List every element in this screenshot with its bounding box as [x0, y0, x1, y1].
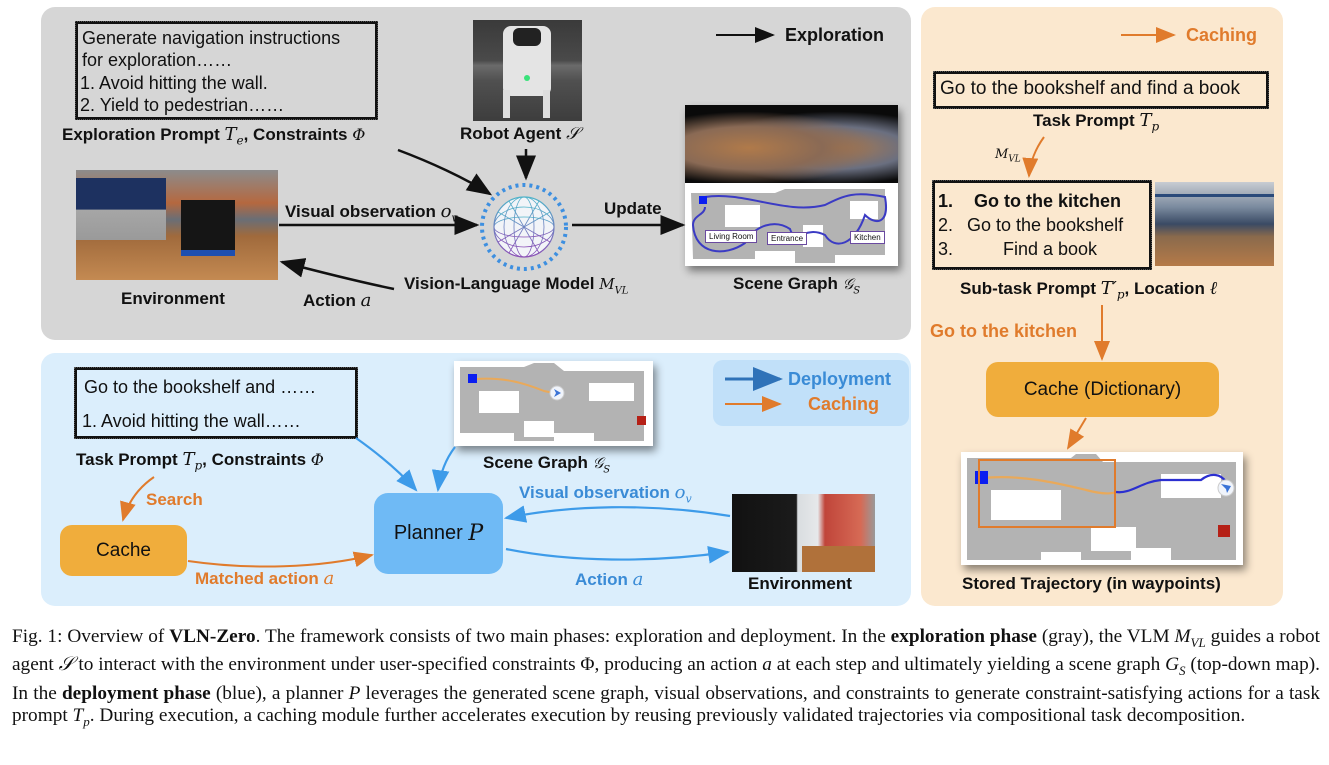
room-label-living-room: Living Room	[705, 230, 758, 243]
subtask-3-num: 3.	[938, 239, 954, 259]
scene-graph-floorplan	[691, 189, 887, 263]
task-prompt-line-2: 1. Avoid hitting the wall……	[82, 411, 301, 431]
caching-task-prompt-text: Go to the bookshelf and find a book	[940, 78, 1240, 99]
subtask-2-num: 2.	[938, 215, 954, 235]
subtask-2-text: Go to the bookshelf	[967, 215, 1124, 235]
env-wall-panels	[76, 178, 166, 240]
robot-agent-label: Robot Agent 𝒮	[460, 124, 580, 144]
visual-observation-label-exploration: Visual observation ov	[285, 201, 458, 225]
task-prompt-caption-deployment: Task Prompt Tp, Constraints Φ	[76, 449, 324, 473]
environment-photo-deployment	[732, 494, 875, 572]
point-cloud-image	[685, 105, 898, 183]
planner-label: Planner	[393, 522, 463, 544]
stored-trajectory-floorplan	[967, 454, 1236, 560]
cache-dictionary-box: Cache (Dictionary)	[986, 362, 1219, 417]
vlm-label: Vision-Language Model MVL	[404, 274, 629, 297]
deployment-floorplan	[460, 363, 646, 441]
scene-graph-map-exploration: Living Room Entrance Kitchen	[685, 105, 898, 266]
robot-head-shape	[513, 28, 541, 46]
action-label-exploration: Action a	[303, 290, 372, 311]
visual-observation-label-deployment: Visual observation ov	[519, 482, 692, 506]
subtask-3-text: Find a book	[1003, 239, 1098, 259]
location-ceiling-beam	[1155, 194, 1274, 197]
deployment-legend-box	[713, 360, 909, 426]
planner-box: Planner P	[374, 493, 503, 574]
vlm-sphere-icon	[480, 183, 568, 271]
exploration-prompt-line-3: 1. Avoid hitting the wall.	[80, 73, 268, 93]
robot-light-shape	[524, 75, 530, 81]
subtask-prompt-caption: Sub-task Prompt T′p, Location ℓ	[960, 278, 1218, 302]
caching-legend-label-deployment: Caching	[808, 394, 880, 414]
environment-label-deployment: Environment	[748, 574, 852, 593]
robot-leg-left	[503, 90, 510, 118]
update-label: Update	[604, 199, 662, 218]
exploration-prompt-caption: Exploration Prompt Te, Constraints Φ	[62, 124, 366, 148]
robot-leg-right	[543, 90, 550, 118]
matched-action-label: Matched action a	[195, 568, 335, 589]
search-label: Search	[146, 490, 203, 509]
stored-trajectory-map	[961, 452, 1243, 565]
scene-graph-label-deployment: Scene Graph 𝒢S	[483, 453, 611, 476]
caching-task-prompt-caption: Task Prompt Tp	[1033, 110, 1160, 134]
deployment-legend-label: Deployment	[788, 369, 892, 389]
stored-trajectory-caption: Stored Trajectory (in waypoints)	[962, 574, 1221, 593]
planner-symbol: P	[468, 521, 484, 546]
exploration-legend-label: Exploration	[785, 25, 885, 45]
subtask-1-text: Go to the kitchen	[974, 191, 1122, 211]
mvl-annotation: MVL	[995, 147, 1021, 165]
cache-dictionary-label: Cache (Dictionary)	[1023, 378, 1182, 400]
subtask-1-num: 1.	[938, 191, 954, 211]
room-label-kitchen: Kitchen	[850, 231, 885, 244]
exploration-prompt-line-4: 2. Yield to pedestrian……	[80, 95, 285, 115]
action-label-deployment: Action a	[575, 569, 644, 590]
caching-legend-label: Caching	[1186, 25, 1258, 45]
exploration-prompt-line-1: Generate navigation instructions	[82, 28, 341, 48]
figure-caption: Fig. 1: Overview of VLN-Zero. The framew…	[12, 626, 1321, 730]
cache-box: Cache	[60, 525, 187, 576]
task-prompt-box-deployment	[74, 367, 358, 439]
environment-label-exploration: Environment	[121, 289, 225, 308]
exploration-prompt-line-2: for exploration……	[82, 50, 233, 70]
scene-graph-map-deployment	[454, 361, 653, 446]
environment-photo-exploration	[76, 170, 278, 280]
task-prompt-line-1: Go to the bookshelf and ……	[84, 377, 317, 397]
cache-box-label: Cache	[96, 539, 151, 561]
exploration-prompt-box	[75, 21, 378, 120]
robot-agent-photo	[473, 20, 582, 121]
cache-query-label: Go to the kitchen	[930, 321, 1078, 341]
task-prompt-box-caching	[933, 71, 1269, 109]
env-floor	[802, 546, 875, 572]
room-label-entrance: Entrance	[767, 232, 808, 245]
subtask-box	[932, 180, 1152, 270]
location-photo	[1155, 182, 1274, 266]
env-black-box	[181, 200, 235, 256]
scene-graph-label-exploration: Scene Graph 𝒢S	[733, 274, 861, 297]
